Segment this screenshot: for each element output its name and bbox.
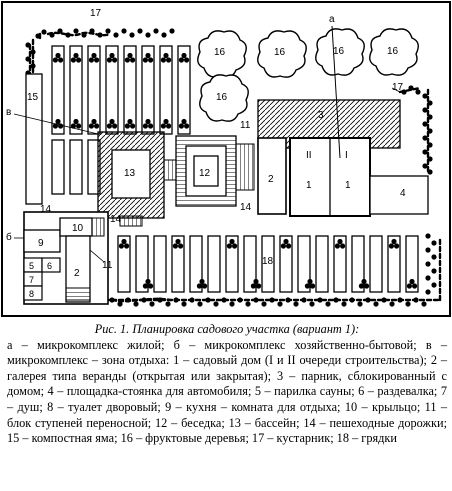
label-14-right: 14	[240, 202, 252, 213]
label-6: 6	[47, 261, 52, 271]
label-3: 3	[318, 110, 324, 121]
label-7: 7	[29, 275, 34, 285]
label-16-e: 16	[216, 92, 228, 103]
label-a: а	[329, 14, 335, 25]
label-b: б	[6, 231, 12, 243]
label-1-left: 1	[306, 180, 312, 191]
label-4: 4	[400, 188, 406, 199]
label-10: 10	[72, 223, 84, 234]
label-12: 12	[199, 168, 211, 179]
label-16-d: 16	[387, 46, 399, 57]
label-v: в	[6, 107, 11, 118]
garden-beds-lower	[117, 235, 419, 293]
tree-1	[197, 30, 247, 78]
tree-3	[315, 28, 365, 76]
label-16-a: 16	[214, 47, 226, 58]
label-2-house: 2	[268, 174, 274, 185]
fruit-trees	[197, 28, 419, 122]
label-11-top: 11	[240, 120, 251, 131]
label-14-left: 14	[40, 204, 52, 215]
label-16-c: 16	[333, 46, 345, 57]
label-13: 13	[124, 168, 136, 179]
label-17-top: 17	[90, 8, 102, 19]
label-9: 9	[38, 238, 44, 249]
label-11-bottom: 11	[102, 260, 113, 271]
label-14-mid: 14	[110, 214, 122, 225]
label-15: 15	[27, 92, 39, 103]
label-2-household: 2	[74, 268, 80, 279]
label-18: 18	[262, 256, 274, 267]
caption-title: Рис. 1. Планировка садового участка (вар…	[94, 322, 360, 336]
house-complex	[257, 25, 429, 217]
label-1-right: 1	[345, 180, 351, 191]
tree-2	[257, 30, 307, 78]
tree-5	[199, 74, 249, 122]
household-complex	[23, 211, 109, 305]
label-5: 5	[29, 261, 34, 271]
figure-caption: Рис. 1. Планировка садового участка (вар…	[7, 322, 447, 447]
garden-beds-upper	[51, 45, 191, 195]
garden-plan-drawing: а б в 17 17 15 16 16 16 16 16 3 11 13 12…	[1, 1, 451, 317]
label-roman-1: I	[345, 150, 348, 161]
label-17-right: 17	[392, 82, 404, 93]
tree-4	[369, 28, 419, 76]
label-roman-2: II	[306, 150, 312, 161]
label-8: 8	[29, 289, 34, 299]
label-16-b: 16	[274, 47, 286, 58]
pool-area	[97, 131, 165, 227]
gazebo	[163, 135, 255, 207]
caption-legend: а – микрокомплекс жилой; б – микрокомпле…	[7, 337, 447, 446]
